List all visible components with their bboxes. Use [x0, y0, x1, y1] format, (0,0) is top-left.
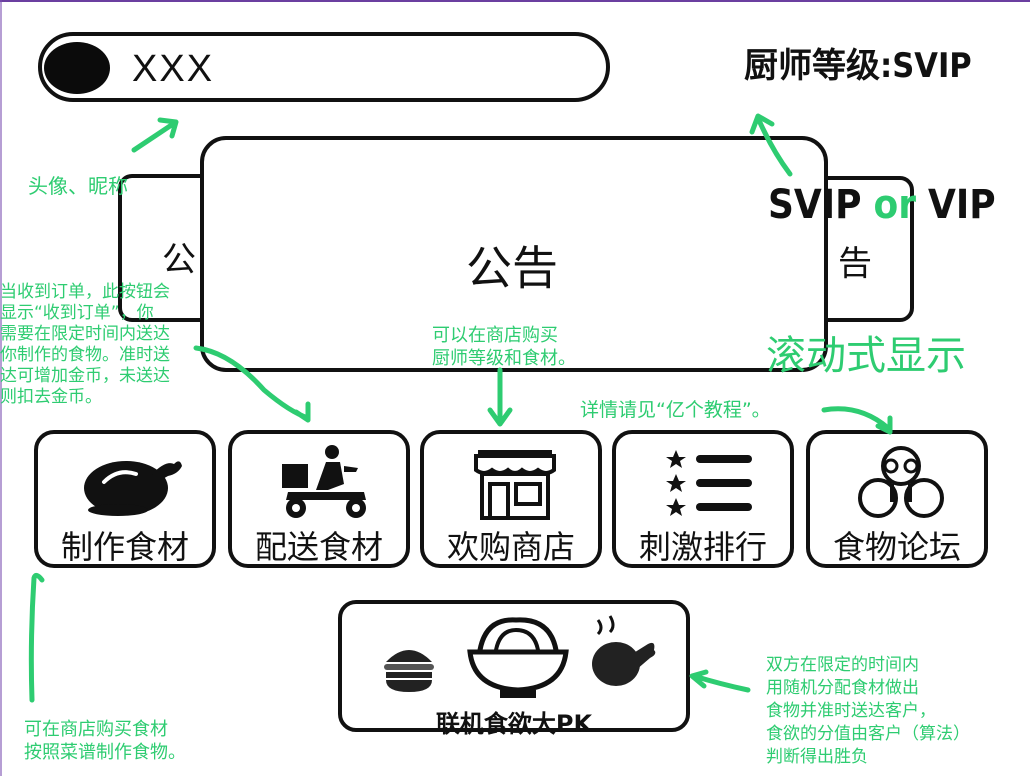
ranking-label: 刺激排行 [638, 528, 767, 566]
notice-right-label: 告 [838, 244, 872, 284]
chef-level-label: 厨师等级:SVIP [744, 46, 972, 86]
make-note-line: 可在商店购买食材 [24, 719, 168, 740]
online-pk-button[interactable]: 联机食欲大PK [338, 600, 690, 738]
notice-card-main[interactable]: 公告 [200, 136, 828, 372]
arrow-to-delivery [193, 345, 311, 423]
notice-left-label: 公 [162, 240, 196, 280]
window-top-border [0, 0, 1030, 2]
drumstick-icon [592, 615, 656, 686]
arrow-to-shop [487, 367, 513, 427]
ranking-button[interactable]: 刺激排行 [612, 430, 794, 568]
ranking-list-icon [666, 450, 752, 516]
window-left-border [0, 0, 2, 776]
nickname: XXX [132, 48, 215, 90]
online-pk-label: 联机食欲大PK [435, 710, 593, 738]
avatar-note: 头像、昵称 [28, 174, 128, 198]
burger-icon [384, 650, 434, 692]
delivery-note: 当收到订单，此按钮会 显示“收到订单”，你 需要在限定时间内送达 你制作的食物。… [0, 282, 200, 408]
or-text: or [873, 182, 916, 228]
arrow-to-pk [689, 669, 751, 693]
arrow-to-chef-level [749, 113, 793, 177]
pk-note-line: 食欲的分值由客户（算法） [766, 724, 970, 744]
shop-icon [474, 450, 556, 520]
shop-note: 可以在商店购买 厨师等级和食材。 [432, 324, 576, 370]
vip-text: VIP [928, 182, 996, 228]
delivery-scooter-icon [282, 445, 366, 518]
pk-note-line: 双方在限定的时间内 [766, 655, 919, 675]
shop-button[interactable]: 欢购商店 [420, 430, 602, 568]
notice-main-label: 公告 [466, 241, 558, 295]
deliver-food-button[interactable]: 配送食材 [228, 430, 410, 568]
deliver-food-label: 配送食材 [254, 528, 383, 566]
noodle-bowl-icon [467, 617, 569, 698]
scroll-display-note: 滚动式显示 [766, 333, 966, 379]
shop-note-line: 可以在商店购买 [432, 325, 558, 346]
shop-note-line: 厨师等级和食材。 [432, 348, 576, 369]
make-food-button[interactable]: 制作食材 [34, 430, 216, 568]
pk-note-line: 食物并准时送达客户， [766, 701, 936, 721]
make-note: 可在商店购买食材 按照菜谱制作食物。 [24, 718, 186, 764]
delivery-note-line: 当收到订单，此按钮会 [0, 282, 170, 302]
pk-note-line: 判断得出胜负 [766, 747, 868, 767]
svip-text: SVIP [768, 182, 862, 228]
food-forum-label: 食物论坛 [832, 528, 961, 566]
avatar[interactable] [44, 42, 110, 94]
make-food-label: 制作食材 [60, 528, 189, 566]
make-note-line: 按照菜谱制作食物。 [24, 742, 186, 763]
delivery-note-line: 达可增加金币，未送达 [0, 366, 170, 386]
delivery-note-line: 显示“收到订单”，你 [0, 303, 154, 323]
delivery-note-line: 需要在限定时间内送达 [0, 324, 170, 344]
profile-bar[interactable]: XXX [38, 32, 610, 102]
delivery-note-line: 你制作的食物。准时送 [0, 345, 170, 365]
arrow-from-make-food [28, 572, 45, 703]
arrow-to-forum [821, 406, 893, 435]
food-forum-button[interactable]: 食物论坛 [806, 430, 988, 568]
roast-chicken-icon [84, 461, 182, 516]
delivery-note-line: 则扣去金币。 [0, 387, 102, 407]
forum-people-icon [858, 446, 944, 518]
pk-note-line: 用随机分配食材做出 [766, 678, 919, 698]
arrow-to-avatar [131, 117, 179, 153]
pk-note: 双方在限定的时间内 用随机分配食材做出 食物并准时送达客户， 食欲的分值由客户（… [766, 654, 1028, 769]
shop-label: 欢购商店 [446, 528, 575, 566]
forum-note: 详情请见“亿个教程”。 [580, 399, 771, 421]
